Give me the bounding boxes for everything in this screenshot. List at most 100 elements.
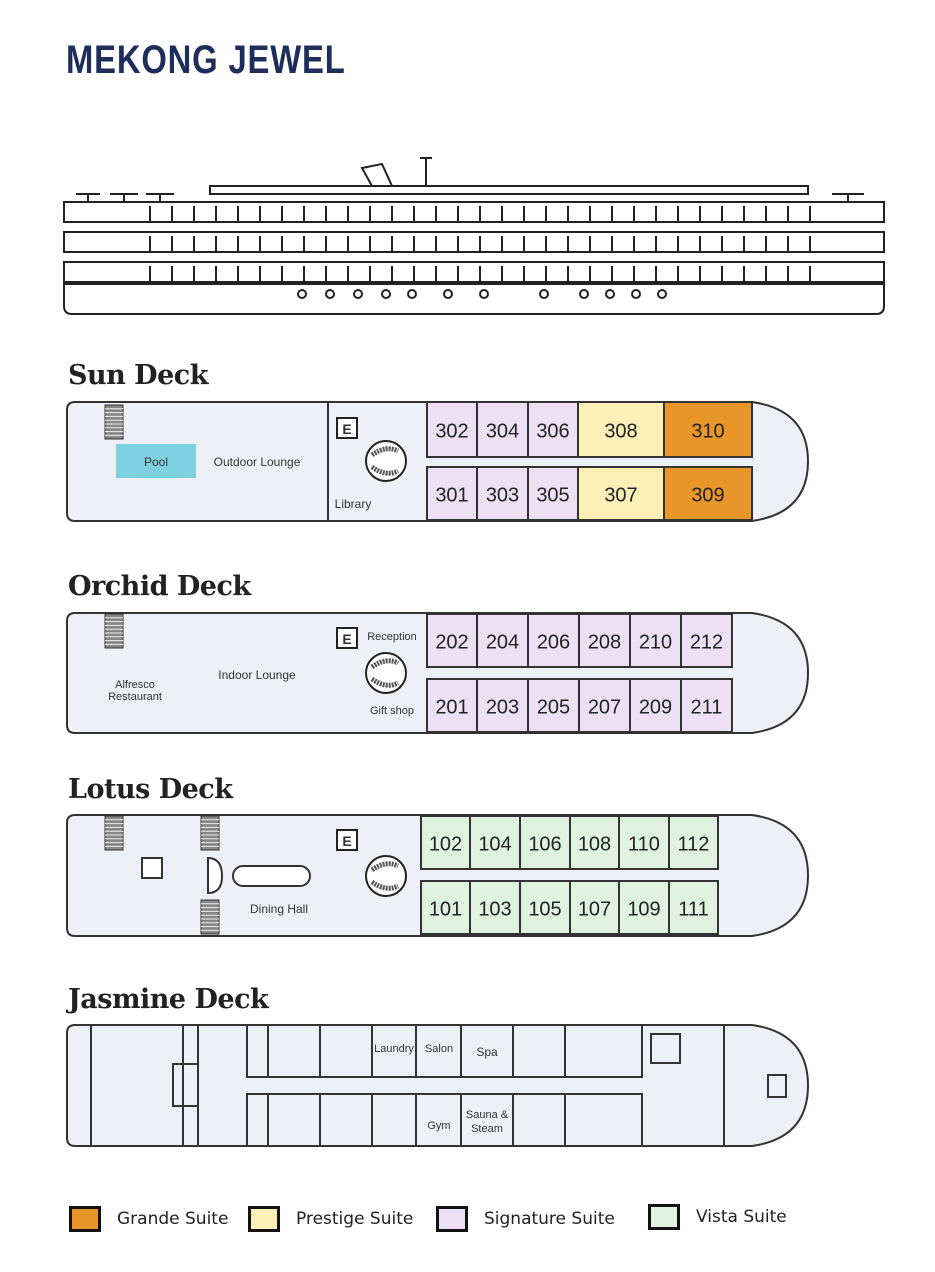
cabin-number: 211 <box>691 697 723 719</box>
cabin-number: 101 <box>429 899 462 921</box>
cabin-number: 103 <box>478 899 511 921</box>
cabin-number: 308 <box>604 421 637 443</box>
stairs-icon <box>200 899 220 935</box>
legend-label: Prestige Suite <box>296 1209 414 1229</box>
cabin-204 <box>476 613 529 668</box>
cabin-number: 201 <box>435 697 468 719</box>
cabin-306 <box>527 401 579 458</box>
cabin-number: 302 <box>435 421 468 443</box>
porthole <box>539 289 549 299</box>
legend-swatch <box>248 1206 280 1232</box>
cabin-number: 111 <box>678 899 708 921</box>
laundry-label: Laundry <box>374 1043 414 1055</box>
cabin-number: 309 <box>691 485 724 507</box>
elevator-icon <box>336 829 358 851</box>
legend-label: Grande Suite <box>117 1209 229 1229</box>
deck-title-orchid: Orchid Deck <box>68 571 251 602</box>
cabin-108 <box>569 815 620 870</box>
porthole <box>605 289 615 299</box>
gym-label: Gym <box>427 1120 450 1132</box>
elevator-label: E <box>342 833 351 849</box>
stairs-icon <box>104 815 124 851</box>
table-icon <box>141 857 163 879</box>
cabin-number: 105 <box>528 899 561 921</box>
legend-signature: Signature Suite <box>436 1206 615 1232</box>
stairs-icon <box>104 613 124 649</box>
cabin-101 <box>420 880 471 935</box>
stairs-icon <box>104 404 124 440</box>
buffet-icon <box>232 865 311 887</box>
porthole <box>297 289 307 299</box>
cabin-209 <box>629 678 682 733</box>
porthole <box>325 289 335 299</box>
counter-icon <box>207 856 224 895</box>
cabin-number: 102 <box>429 834 462 856</box>
cabin-number: 304 <box>486 421 519 443</box>
legend-prestige: Prestige Suite <box>248 1206 413 1232</box>
legend-swatch <box>69 1206 101 1232</box>
legend-swatch <box>436 1206 468 1232</box>
reception-label: Reception <box>367 631 417 643</box>
elevator-label: E <box>342 631 351 647</box>
porthole <box>407 289 417 299</box>
cabin-number: 209 <box>639 697 672 719</box>
elevator-label: E <box>342 421 351 437</box>
spiral-steps <box>370 658 400 688</box>
spiral-steps <box>370 861 400 891</box>
spa-label: Spa <box>476 1045 498 1059</box>
deck-title-sun: Sun Deck <box>68 360 208 391</box>
cabin-number: 107 <box>578 899 611 921</box>
cabin-208 <box>578 613 631 668</box>
spiral-steps <box>370 446 400 476</box>
cabin-number: 305 <box>536 485 569 507</box>
cabin-number: 307 <box>604 485 637 507</box>
cabin-309 <box>663 466 753 521</box>
cabin-202 <box>426 613 478 668</box>
cabin-301 <box>426 466 478 521</box>
cabin-number: 204 <box>486 632 519 654</box>
steam-label: Steam <box>471 1123 503 1135</box>
stair-block <box>172 1063 199 1107</box>
porthole <box>479 289 489 299</box>
cabin-310 <box>663 401 753 458</box>
cabin-number: 112 <box>678 834 710 856</box>
deck-title-jasmine: Jasmine Deck <box>68 984 269 1015</box>
porthole <box>381 289 391 299</box>
cabin-number: 108 <box>578 834 611 856</box>
cabin-102 <box>420 815 471 870</box>
cabin-111 <box>668 880 719 935</box>
cabin-number: 208 <box>588 632 621 654</box>
cabin-number: 205 <box>537 697 570 719</box>
cabin-107 <box>569 880 620 935</box>
cabin-number: 109 <box>627 899 660 921</box>
legend-label: Signature Suite <box>484 1209 615 1229</box>
porthole <box>353 289 363 299</box>
porthole <box>631 289 641 299</box>
cabin-103 <box>469 880 521 935</box>
salon-label: Salon <box>425 1043 453 1055</box>
cabin-number: 206 <box>537 632 570 654</box>
sauna-label: Sauna & <box>466 1109 509 1121</box>
cabin-112 <box>668 815 719 870</box>
pool <box>116 444 196 478</box>
indoor-lounge-label: Indoor Lounge <box>218 668 296 682</box>
cabin-302 <box>426 401 478 458</box>
elevator-icon <box>336 627 358 649</box>
cabin-307 <box>577 466 665 521</box>
cabin-number: 301 <box>435 485 468 507</box>
room <box>564 1024 643 1078</box>
legend-label: Vista Suite <box>696 1207 787 1227</box>
box <box>767 1074 787 1098</box>
box <box>650 1033 681 1064</box>
cabin-205 <box>527 678 580 733</box>
cabin-305 <box>527 466 579 521</box>
deck-hull <box>66 1024 810 1147</box>
cabin-303 <box>476 466 529 521</box>
cabin-211 <box>680 678 733 733</box>
cabin-number: 303 <box>486 485 519 507</box>
